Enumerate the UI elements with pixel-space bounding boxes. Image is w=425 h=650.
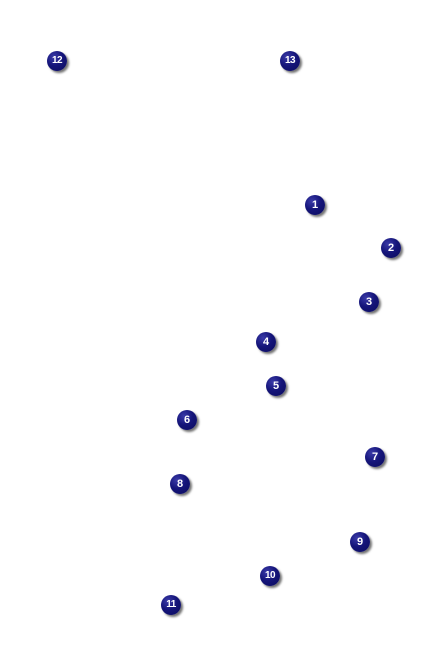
numbered-marker-5[interactable]: 5 (266, 376, 286, 396)
numbered-marker-7[interactable]: 7 (365, 447, 385, 467)
numbered-marker-13[interactable]: 13 (280, 51, 300, 71)
numbered-marker-6[interactable]: 6 (177, 410, 197, 430)
numbered-marker-8[interactable]: 8 (170, 474, 190, 494)
numbered-marker-9[interactable]: 9 (350, 532, 370, 552)
numbered-marker-1[interactable]: 1 (305, 195, 325, 215)
numbered-marker-3[interactable]: 3 (359, 292, 379, 312)
numbered-marker-4[interactable]: 4 (256, 332, 276, 352)
numbered-marker-12[interactable]: 12 (47, 51, 67, 71)
numbered-marker-10[interactable]: 10 (260, 566, 280, 586)
numbered-marker-11[interactable]: 11 (161, 595, 181, 615)
numbered-marker-2[interactable]: 2 (381, 238, 401, 258)
